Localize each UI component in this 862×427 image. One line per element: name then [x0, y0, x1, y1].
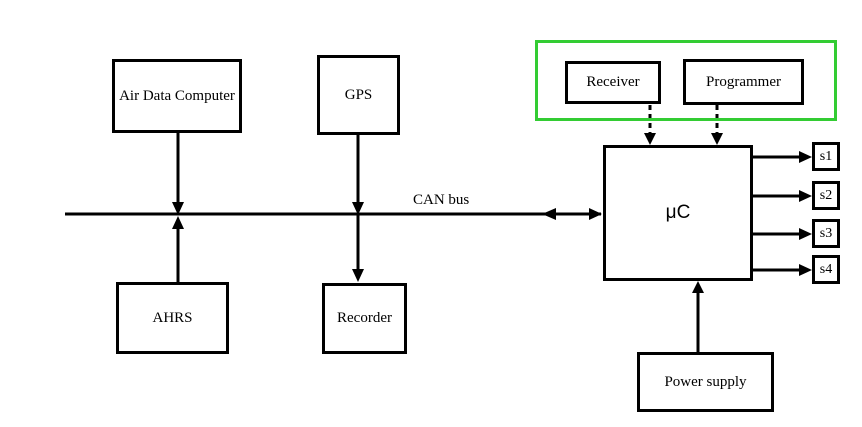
mcu-to-s2-arrow	[752, 190, 812, 202]
block-receiver: Receiver	[565, 61, 661, 104]
block-label: Air Data Computer	[119, 87, 235, 104]
block-power-supply: Power supply	[637, 352, 774, 412]
block-ahrs: AHRS	[116, 282, 229, 354]
receiver-to-mcu-dashed-arrow	[644, 105, 656, 145]
block-label: Power supply	[664, 373, 747, 390]
block-label: s4	[819, 261, 833, 277]
ahrs-to-bus-connector	[172, 216, 184, 282]
can-bus-line	[65, 208, 602, 220]
can-bus-label: CAN bus	[413, 192, 470, 208]
block-label: AHRS	[152, 309, 193, 326]
block-s3: s3	[812, 219, 840, 248]
block-programmer: Programmer	[683, 59, 804, 105]
block-label: Receiver	[586, 74, 640, 91]
block-air-data-computer: Air Data Computer	[112, 59, 242, 133]
block-label: μC	[665, 201, 691, 223]
power-supply-to-mcu-arrow	[692, 281, 704, 352]
programmer-to-mcu-dashed-arrow	[711, 105, 723, 145]
block-label: s3	[819, 225, 833, 241]
mcu-to-s1-arrow	[752, 151, 812, 163]
block-mcu: μC	[603, 145, 753, 281]
adc-to-bus-connector	[172, 133, 184, 215]
block-label: GPS	[344, 86, 373, 103]
mcu-to-s4-arrow	[752, 264, 812, 276]
block-s2: s2	[812, 181, 840, 210]
mcu-to-s3-arrow	[752, 228, 812, 240]
bus-left-arrowhead	[542, 208, 556, 220]
block-label: s1	[819, 148, 833, 164]
bus-right-arrowhead	[589, 208, 602, 220]
block-label: Programmer	[706, 73, 781, 90]
block-gps: GPS	[317, 55, 400, 135]
block-recorder: Recorder	[322, 283, 407, 354]
highlight-frame	[535, 40, 837, 121]
block-s4: s4	[812, 255, 840, 284]
block-label: s2	[819, 187, 833, 203]
gps-to-bus-to-recorder-connector	[352, 135, 364, 282]
block-label: Recorder	[337, 310, 392, 327]
block-s1: s1	[812, 142, 840, 171]
